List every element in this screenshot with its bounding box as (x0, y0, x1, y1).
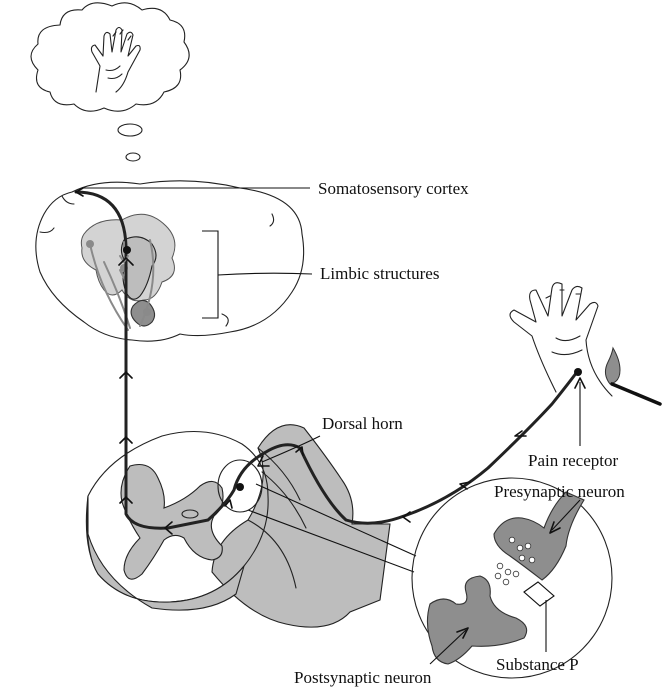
substance-p-molecule (495, 573, 501, 579)
limbic-bracket (202, 231, 218, 318)
substance-p-box (524, 582, 554, 606)
pain-receptor-node (574, 368, 582, 376)
dorsal-horn-node (236, 483, 244, 491)
cortex-node (123, 246, 131, 254)
thought-bubble-dot-small (126, 153, 140, 161)
label-substance-p: Substance P (496, 655, 579, 674)
label-pain-receptor: Pain receptor (528, 451, 618, 470)
substance-p-molecule (505, 569, 511, 575)
substance-p-molecule (513, 571, 519, 577)
hand-in-thought-icon (91, 28, 140, 93)
limbic-leader (218, 273, 312, 275)
label-somatosensory-cortex: Somatosensory cortex (318, 179, 469, 198)
right-hand-icon (510, 283, 612, 396)
brain-cross-section (36, 181, 304, 341)
limbic-node (143, 308, 151, 316)
label-presynaptic-neuron: Presynaptic neuron (494, 482, 625, 501)
label-limbic-structures: Limbic structures (320, 264, 439, 283)
thought-bubble (31, 3, 189, 161)
thought-bubble-dot-large (118, 124, 142, 136)
synapse-magnifier (412, 478, 612, 678)
limbic-node (86, 240, 94, 248)
presynaptic-terminal (494, 492, 584, 580)
postsynaptic-neuron-body (427, 576, 526, 664)
match-flame-icon (605, 348, 660, 404)
label-dorsal-horn: Dorsal horn (322, 414, 403, 433)
substance-p-molecule (503, 579, 509, 585)
spinal-cord-section (86, 425, 416, 627)
label-postsynaptic-neuron: Postsynaptic neuron (294, 668, 432, 687)
substance-p-molecule (497, 563, 503, 569)
